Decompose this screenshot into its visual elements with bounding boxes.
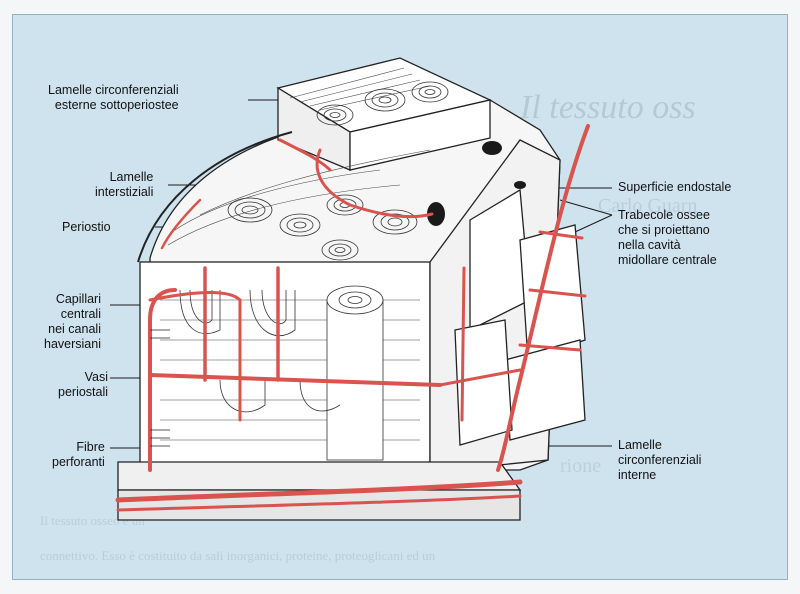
blood-vessels (115, 124, 590, 512)
label-lamelle-interstiziali: Lamelle interstiziali (95, 170, 154, 199)
osteon (411, 81, 449, 103)
label-periostio: Periostio (62, 220, 111, 234)
osteon (279, 213, 321, 237)
label-lamelle-interne: Lamelle circonferenziali interne (618, 438, 702, 482)
osteon (321, 239, 359, 261)
label-lamelle-esterne: Lamelle circonferenziali esterne sottope… (48, 83, 179, 112)
label-fibre-perforanti: Fibre perforanti (52, 440, 105, 469)
label-vasi-periostali: Vasi periostali (58, 370, 109, 399)
svg-text:connettivo. Esso è costituito: connettivo. Esso è costituito da sali in… (40, 548, 436, 563)
osteon (316, 104, 354, 126)
osteon (227, 197, 273, 223)
background-ghost-text: Il tessuto oss Carlo Guarn rione Il tess… (40, 89, 697, 563)
svg-text:Carlo Guarn: Carlo Guarn (598, 195, 697, 217)
svg-text:rione: rione (560, 455, 601, 477)
osteon (326, 194, 364, 216)
label-capillari: Capillari centrali nei canali haversiani (44, 292, 101, 351)
label-superficie-endostale: Superficie endostale (618, 180, 732, 194)
osteon-column (326, 285, 384, 461)
svg-text:Il tessuto oss: Il tessuto oss (519, 89, 696, 126)
label-trabecole: Trabecole ossee che si proiettano nella … (618, 208, 717, 267)
osteon (364, 88, 406, 112)
canal-openings (427, 141, 526, 226)
perforating-fibres (150, 329, 170, 447)
osteon (372, 209, 418, 235)
